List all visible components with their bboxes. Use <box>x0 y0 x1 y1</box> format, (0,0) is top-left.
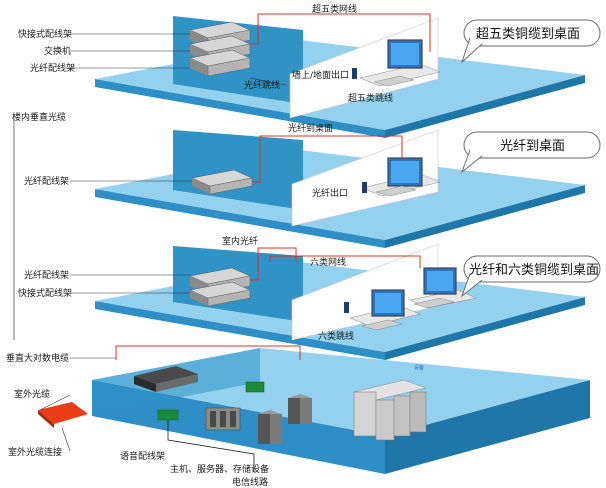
label-voice-patch: 语音配线架 <box>120 450 165 462</box>
floor-2-pc-screen <box>391 161 419 183</box>
basement-vertical-cable-line <box>115 345 301 360</box>
floor-3-keyboard-b <box>413 297 455 309</box>
basement-switch <box>134 366 198 392</box>
callout-3 <box>460 255 601 298</box>
voice-patch-panel <box>157 409 179 421</box>
callout-2 <box>460 131 601 174</box>
floor-3-keyboard-a <box>361 319 403 331</box>
floor-3 <box>95 243 585 360</box>
floor-2-side-right <box>385 185 585 248</box>
storage-cabinets <box>353 379 427 441</box>
outdoor-fiber-tile <box>38 402 88 424</box>
label-wall-outlet: 墙上/地面出口 <box>292 69 349 81</box>
floor-3-indoor-fiber-line <box>250 247 297 281</box>
green-module <box>245 381 265 393</box>
label-indoor-fiber: 室内光纤 <box>222 235 258 247</box>
callout-3-text: 光纤和六类铜缆到桌面 <box>469 262 599 278</box>
floor-1 <box>95 13 585 138</box>
leader-lines <box>39 33 287 452</box>
label-fiber-jumper: 光纤跳线 <box>244 79 280 91</box>
floor-2-fiber-panel <box>191 169 253 195</box>
floor-1-keyboard <box>373 75 415 87</box>
label-fiber-outlet: 光纤出口 <box>312 187 348 199</box>
label-outdoor-fiber: 室外光缆 <box>14 388 50 400</box>
basement <box>38 345 590 474</box>
label-vertical-cable: 垂直大对数电缆 <box>6 352 69 364</box>
floor-3-pc-a-screen <box>375 293 401 313</box>
floor-1-pc-screen <box>391 43 419 65</box>
callout-2-text: 光纤到桌面 <box>500 139 565 154</box>
label-patch-quick-3: 快接式配线架 <box>18 287 72 299</box>
server-tower-b <box>288 394 312 424</box>
server-tower-a <box>258 410 282 444</box>
label-fiber-patch-2: 光纤配线架 <box>24 175 69 187</box>
floor-3-cat6-line <box>269 255 421 268</box>
floor-1-outlet <box>352 68 357 79</box>
server-cluster <box>205 407 241 431</box>
floor-3-side <box>95 301 385 360</box>
floor-2-fiber-line <box>252 135 403 183</box>
label-outdoor-conn: 室外光缆连接 <box>8 446 62 458</box>
label-fiber-patch-1: 光纤配线架 <box>30 62 75 74</box>
callout-1 <box>460 19 601 64</box>
label-fiber-to-desk: 光纤到桌面 <box>288 122 333 134</box>
floor-3-side-right <box>385 297 585 360</box>
label-telecom: 电信线路 <box>232 476 268 488</box>
callout-1-text: 超五类铜缆到桌面 <box>476 26 580 42</box>
floor-3-rack-stack <box>189 267 251 307</box>
floor-1-side <box>95 79 385 138</box>
label-cat6-jumper: 六类跳线 <box>318 330 354 342</box>
label-cat5-cable: 超五类网线 <box>312 3 357 15</box>
floor-3-outlet <box>344 302 349 313</box>
floor-3-pc-b-screen <box>427 271 453 291</box>
basement-side-right <box>385 380 590 474</box>
label-cat6-cable: 六类网线 <box>310 256 346 268</box>
outdoor-fiber-tile-side <box>38 410 54 428</box>
label-fiber-patch-3: 光纤配线架 <box>24 269 69 281</box>
label-cat5-jumper: 超五类跳线 <box>348 92 393 104</box>
floor-2-keyboard <box>375 185 417 197</box>
label-switch: 交换机 <box>44 45 71 57</box>
basement-telecom-line <box>167 420 255 472</box>
floor-2-outlet <box>362 182 367 193</box>
label-patch-quick-1: 快接式配线架 <box>18 28 72 40</box>
floor-2 <box>95 129 585 248</box>
floor-1-side-right <box>385 75 585 138</box>
floor-1-rack-stack <box>189 21 251 77</box>
floor-2-side <box>95 189 385 248</box>
label-hosts: 主机、服务器、存储设备 <box>170 463 269 475</box>
floor-1-cat5-cable-line <box>250 13 431 52</box>
label-tiny-device: 设备 <box>414 364 424 371</box>
label-riser: 楼内垂直光缆 <box>12 111 66 123</box>
